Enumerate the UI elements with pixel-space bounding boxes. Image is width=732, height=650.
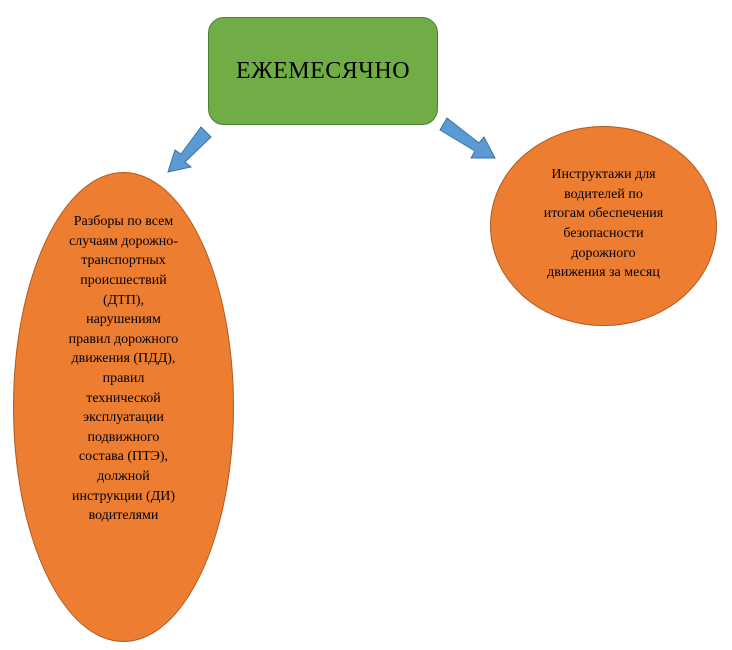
debrief-node: Разборы по всем случаям дорожно- транспо… (13, 172, 234, 642)
monthly-node: ЕЖЕМЕСЯЧНО (208, 17, 438, 125)
monthly-node-label: ЕЖЕМЕСЯЧНО (235, 57, 411, 84)
debrief-node-text: Разборы по всем случаям дорожно- транспо… (68, 214, 179, 524)
briefing-node: Инструктажи для водителей по итогам обес… (490, 126, 717, 326)
arrow-to-left-node (167, 126, 212, 173)
briefing-node-text: Инструктажи для водителей по итогам обес… (543, 167, 664, 281)
arrow-to-right-node (439, 117, 496, 159)
